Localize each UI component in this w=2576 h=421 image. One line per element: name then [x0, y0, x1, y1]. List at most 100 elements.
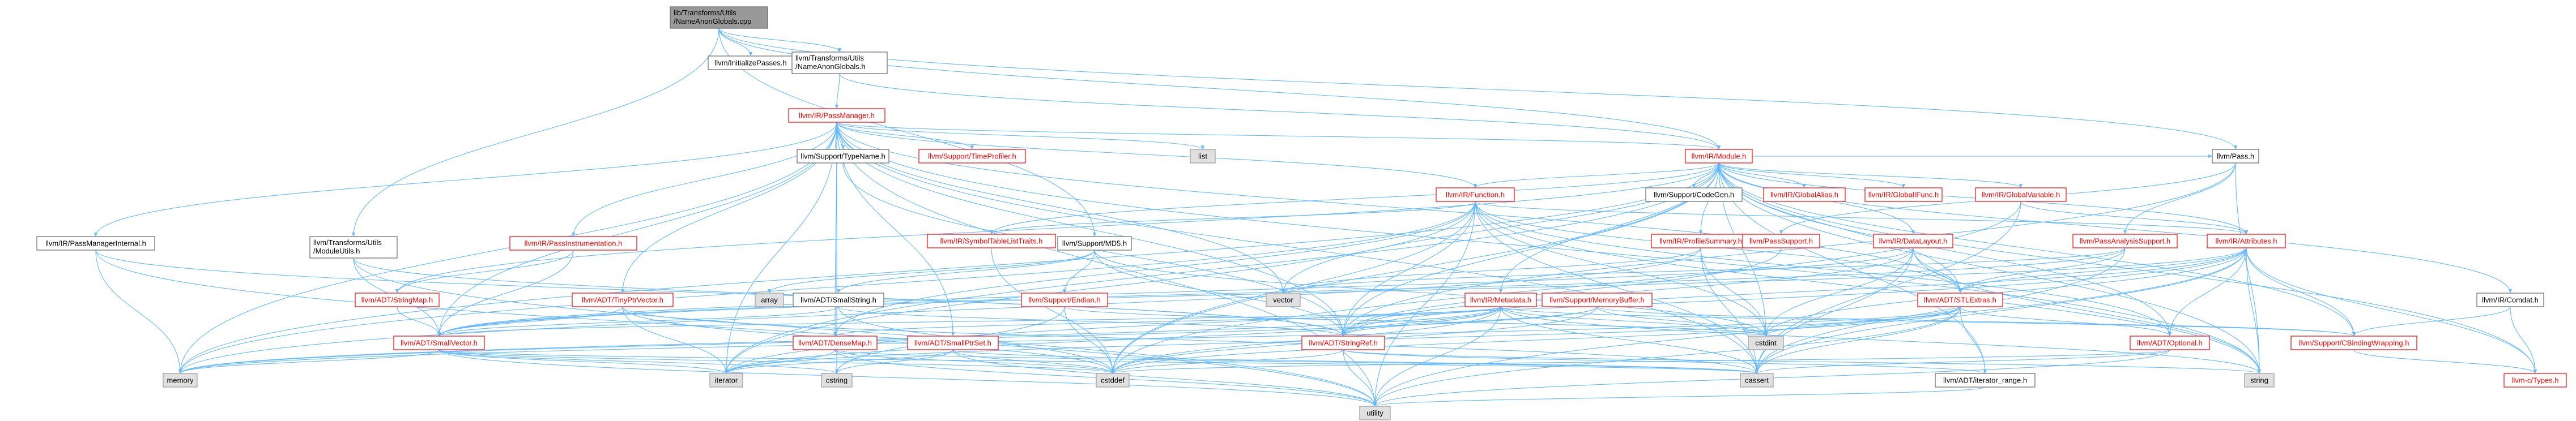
node-globalvar[interactable]: llvm/IR/GlobalVariable.h: [1975, 187, 2067, 202]
node-smallvector-label: llvm/ADT/SmallVector.h: [401, 339, 478, 347]
node-initpasses-label: llvm/InitializePasses.h: [714, 59, 786, 67]
node-typename-label: llvm/Support/TypeName.h: [801, 152, 885, 161]
node-passsupport[interactable]: llvm/PassSupport.h: [1742, 234, 1820, 248]
node-cbinding[interactable]: llvm/Support/CBindingWrapping.h: [2290, 336, 2417, 350]
node-md5[interactable]: llvm/Support/MD5.h: [1057, 236, 1132, 251]
node-iterator-box: [709, 373, 743, 388]
node-passmanager[interactable]: llvm/IR/PassManager.h: [788, 108, 885, 123]
node-attributes[interactable]: llvm/IR/Attributes.h: [2207, 234, 2286, 248]
node-memory-label: memory: [167, 376, 194, 385]
node-cstddef[interactable]: cstddef: [1096, 373, 1130, 388]
node-passsupport-label: llvm/PassSupport.h: [1749, 237, 1813, 246]
node-iterator[interactable]: iterator: [709, 373, 743, 388]
node-vector[interactable]: vector: [1266, 293, 1301, 307]
node-profsum[interactable]: llvm/IR/ProfileSummary.h: [1651, 234, 1751, 248]
edge-tinyptr-to-iterator: [622, 306, 729, 374]
edge-stlextras-to-optional: [1960, 306, 2171, 337]
node-passinstr[interactable]: llvm/IR/PassInstrumentation.h: [509, 236, 637, 251]
node-stlextras[interactable]: llvm/ADT/STLExtras.h: [1917, 293, 2003, 307]
node-metadata[interactable]: llvm/IR/Metadata.h: [1464, 293, 1537, 307]
node-ctypes[interactable]: llvm-c/Types.h: [2503, 373, 2567, 388]
node-pass[interactable]: llvm/Pass.h: [2212, 149, 2259, 164]
edge-md5-to-array: [768, 250, 1095, 294]
edge-smallvector-to-cassert: [438, 349, 1759, 374]
node-iterrange-label: llvm/ADT/iterator_range.h: [1943, 376, 2027, 385]
node-comdat[interactable]: llvm/IR/Comdat.h: [2476, 293, 2544, 307]
node-nameanon[interactable]: llvm/Transforms/Utils/NameAnonGlobals.h: [791, 51, 888, 74]
edge-md5-to-smallstring: [837, 250, 1095, 294]
node-cstring[interactable]: cstring: [821, 373, 853, 388]
node-nameanon-box: [791, 51, 888, 74]
edge-passmanager-to-string: [836, 122, 2262, 374]
node-list[interactable]: list: [1190, 149, 1216, 164]
node-cstring-label: cstring: [826, 376, 848, 385]
node-stringmap[interactable]: llvm/ADT/StringMap.h: [355, 293, 440, 307]
node-timeprof-box: [918, 149, 1026, 164]
edge-function-to-utility: [1373, 201, 1476, 407]
edge-stringref-to-utility: [1343, 349, 1377, 407]
edge-attributes-to-utility: [1373, 247, 2247, 407]
node-list-box: [1190, 149, 1216, 164]
node-string[interactable]: string: [2244, 373, 2275, 388]
edge-passinstr-to-smallvector: [437, 250, 574, 337]
edge-smallptrset-to-cstddef: [952, 349, 1114, 374]
edge-attributes-to-string: [2246, 247, 2262, 374]
edge-pass-to-passanalysis: [2123, 162, 2236, 235]
node-stringref[interactable]: llvm/ADT/StringRef.h: [1301, 336, 1385, 350]
node-cassert-box: [1740, 373, 1774, 388]
node-smallstring[interactable]: llvm/ADT/SmallString.h: [793, 293, 884, 307]
node-typename[interactable]: llvm/Support/TypeName.h: [797, 149, 889, 164]
edge-stringmap-to-smallvector: [397, 306, 441, 337]
node-initpasses[interactable]: llvm/InitializePasses.h: [708, 55, 794, 70]
node-cstdint[interactable]: cstdint: [1748, 336, 1784, 350]
node-iterrange[interactable]: llvm/ADT/iterator_range.h: [1935, 373, 2036, 388]
edge-passmanager-to-vector: [836, 122, 1285, 294]
node-symtab[interactable]: llvm/IR/SymbolTableListTraits.h: [927, 234, 1056, 248]
edge-profsum-to-vector: [1281, 247, 1701, 294]
edge-stlextras-to-cstddef: [1111, 306, 1961, 374]
node-memory[interactable]: memory: [163, 373, 198, 388]
node-module[interactable]: llvm/IR/Module.h: [1685, 149, 1753, 164]
edge-stringref-to-string: [1343, 349, 2261, 374]
edge-attributes-to-stlextras: [1958, 247, 2247, 294]
node-smallptrset[interactable]: llvm/ADT/SmallPtrSet.h: [907, 336, 999, 350]
node-smallvector[interactable]: llvm/ADT/SmallVector.h: [393, 336, 485, 350]
node-function-label: llvm/IR/Function.h: [1446, 191, 1505, 199]
node-cassert[interactable]: cassert: [1740, 373, 1774, 388]
node-optional[interactable]: llvm/ADT/Optional.h: [2130, 336, 2210, 350]
node-globalifunc[interactable]: llvm/IR/GlobalIFunc.h: [1864, 187, 1943, 202]
node-array[interactable]: array: [755, 293, 784, 307]
node-tinyptr[interactable]: llvm/ADT/TinyPtrVector.h: [572, 293, 674, 307]
edge-module-to-comdat: [1718, 162, 2512, 294]
node-vector-label: vector: [1273, 296, 1293, 304]
node-passsupport-box: [1742, 234, 1820, 248]
node-modutils[interactable]: llvm/Transforms/Utils/ModuleUtils.h: [309, 236, 398, 259]
edge-pass-to-stringref: [1341, 162, 2236, 337]
node-membuf[interactable]: llvm/Support/MemoryBuffer.h: [1542, 293, 1653, 307]
edge-module-to-ctypes: [1718, 162, 2537, 374]
node-stringmap-box: [355, 293, 440, 307]
node-endian[interactable]: llvm/Support/Endian.h: [1021, 293, 1108, 307]
node-root[interactable]: lib/Transforms/Utils/NameAnonGlobals.cpp: [670, 6, 768, 29]
edge-modutils-to-utility: [353, 257, 1377, 407]
node-densemap-box: [793, 336, 878, 350]
node-pass-label: llvm/Pass.h: [2217, 152, 2254, 161]
node-timeprof[interactable]: llvm/Support/TimeProfiler.h: [918, 149, 1026, 164]
node-pminternal[interactable]: llvm/IR/PassManagerInternal.h: [36, 236, 155, 251]
node-profsum-box: [1651, 234, 1751, 248]
node-md5-label: llvm/Support/MD5.h: [1062, 239, 1127, 248]
node-function[interactable]: llvm/IR/Function.h: [1436, 187, 1515, 202]
node-timeprof-label: llvm/Support/TimeProfiler.h: [928, 152, 1016, 161]
edge-function-to-memory: [178, 201, 1476, 374]
edge-module-to-globalalias: [1718, 162, 1807, 188]
node-memory-box: [163, 373, 198, 388]
node-datalayout[interactable]: llvm/IR/DataLayout.h: [1873, 234, 1953, 248]
node-globalalias[interactable]: llvm/IR/GlobalAlias.h: [1763, 187, 1846, 202]
node-codegen[interactable]: llvm/Support/CodeGen.h: [1645, 187, 1743, 202]
node-passanalysis[interactable]: llvm/PassAnalysisSupport.h: [2072, 234, 2178, 248]
node-utility[interactable]: utility: [1359, 406, 1391, 420]
node-densemap[interactable]: llvm/ADT/DenseMap.h: [793, 336, 878, 350]
node-string-box: [2244, 373, 2275, 388]
edge-function-to-string: [1475, 201, 2262, 374]
